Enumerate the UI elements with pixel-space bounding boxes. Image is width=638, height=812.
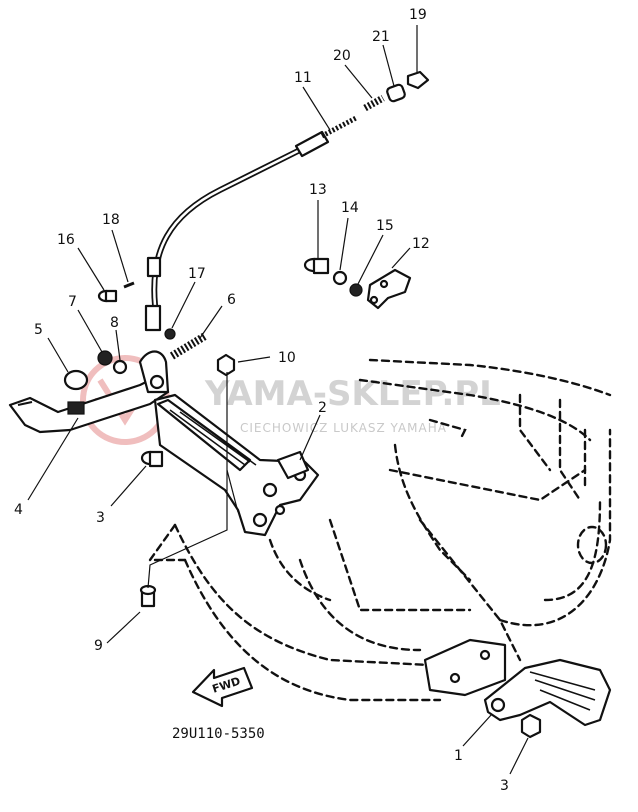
callout-8: 8: [110, 315, 119, 331]
watermark-title: YAMA-SKLEP.PL: [204, 374, 501, 414]
cotter-18: [123, 281, 135, 289]
callout-19: 19: [409, 7, 427, 23]
callout-15: 15: [376, 218, 394, 234]
cable-end: [144, 304, 162, 332]
callout-11: 11: [294, 70, 312, 86]
callout-16: 16: [57, 232, 75, 248]
washer-7: [97, 350, 113, 366]
callout-5: 5: [34, 322, 43, 338]
frame-outline: [147, 358, 612, 702]
callout-labels: 11 20 21 19 13 14 15 12 18 16 17 6 7 8 5…: [14, 7, 509, 794]
joint-21: [386, 83, 406, 103]
callout-1: 1: [454, 748, 463, 764]
spring-20: [363, 94, 385, 112]
bolt-3-lower: [520, 713, 542, 739]
callout-9: 9: [94, 638, 103, 654]
leader-lines: [27, 25, 529, 775]
footrest-bracket-2: [153, 393, 320, 537]
watermark-subtitle: CIECHOWICZ LUKASZ YAMAHA: [240, 421, 447, 435]
fwd-arrow-icon: FWD: [191, 666, 254, 708]
callout-13: 13: [309, 182, 327, 198]
callout-17: 17: [188, 266, 206, 282]
pin-16: [97, 289, 118, 303]
washer-8: [112, 359, 128, 375]
brake-cable: [146, 115, 358, 308]
callout-12: 12: [412, 236, 430, 252]
cap-5: [63, 369, 89, 391]
nut-15: [349, 283, 363, 297]
callout-14: 14: [341, 200, 359, 216]
frame-bracket: [423, 638, 507, 697]
bolt-13: [303, 257, 330, 275]
callout-20: 20: [333, 48, 351, 64]
washer-14: [332, 270, 348, 286]
bolt-3-upper: [140, 450, 164, 468]
brake-pedal-4: [8, 350, 170, 434]
callout-2: 2: [318, 400, 327, 416]
callout-6: 6: [227, 292, 236, 308]
bracket-12: [366, 268, 412, 310]
washer-17: [164, 328, 176, 340]
footrest-1: [483, 658, 612, 727]
callout-3-upper: 3: [96, 510, 105, 526]
callout-10: 10: [278, 350, 296, 366]
callout-7: 7: [68, 294, 77, 310]
callout-3-lower: 3: [500, 778, 509, 794]
bolt-9: [139, 584, 157, 608]
callout-4: 4: [14, 502, 23, 518]
spring-6: [169, 332, 208, 360]
clevis-19: [406, 70, 430, 90]
diagram-code: 29U110-5350: [172, 726, 265, 742]
callout-18: 18: [102, 212, 120, 228]
nut-10: [216, 353, 236, 377]
callout-21: 21: [372, 29, 390, 45]
